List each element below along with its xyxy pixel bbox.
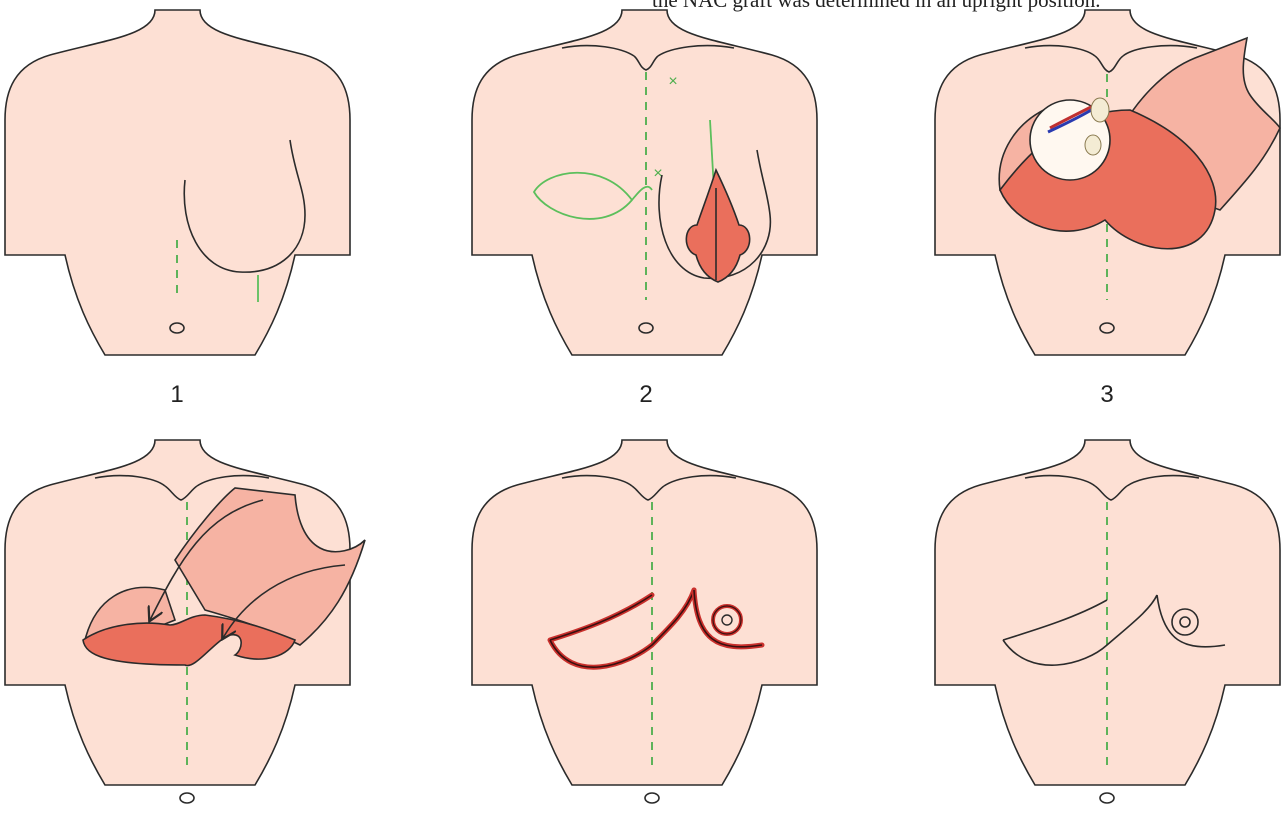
torso-outline (5, 10, 350, 355)
panel-label: 2 (639, 381, 652, 408)
mark-x-upper: × (668, 73, 677, 90)
vessel-end-upper (1091, 98, 1109, 122)
panel-4: 4 (5, 440, 365, 818)
panel-label: 3 (1100, 381, 1113, 408)
navel (1100, 793, 1114, 803)
panel-label: 1 (170, 381, 183, 408)
panel-3: 3 (935, 10, 1280, 408)
vessel-end-lower (1085, 135, 1101, 155)
panel-2: × × 2 (472, 10, 817, 408)
torso-outline (472, 10, 817, 355)
torso-outline (472, 440, 817, 785)
navel (180, 793, 194, 803)
navel (645, 793, 659, 803)
panel-5b: 5 (935, 440, 1280, 818)
panel-5a: 5 (472, 440, 817, 818)
panel-1: 1 (5, 10, 350, 408)
